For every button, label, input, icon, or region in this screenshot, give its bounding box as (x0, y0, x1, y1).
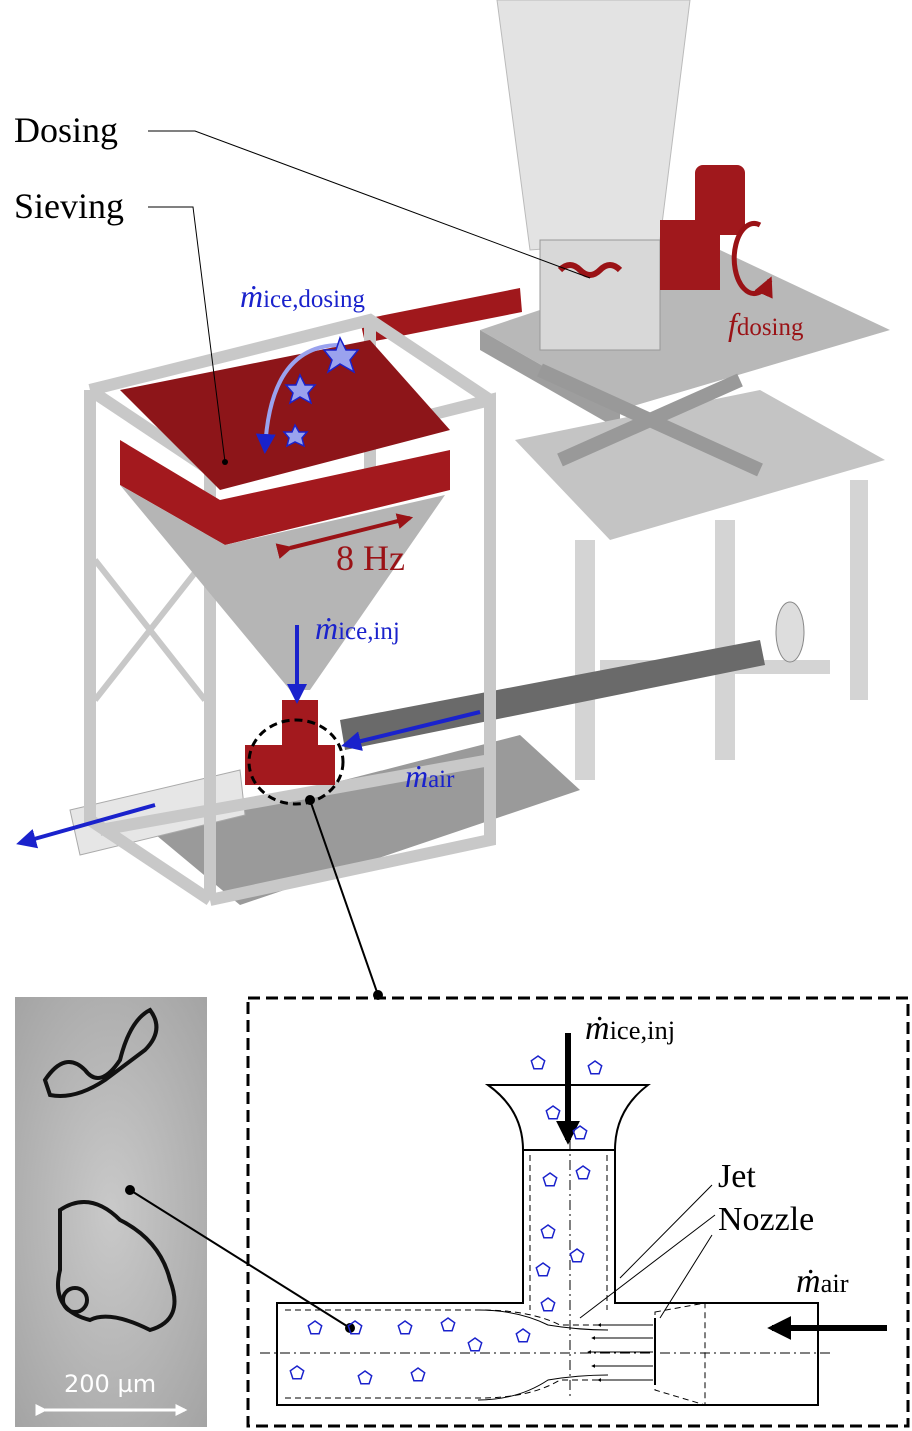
air-flow-arrow (341, 710, 481, 751)
lift-table-top (480, 250, 890, 410)
label-vibration-frequency: 8 Hz (336, 538, 405, 578)
ice-particle (542, 1172, 558, 1187)
dosing-leader (148, 130, 591, 279)
ice-particle (515, 1328, 531, 1343)
lift-base (515, 390, 885, 540)
label-sieving: Sieving (14, 186, 125, 226)
sieve-box (120, 340, 450, 490)
label-dosing: Dosing (14, 110, 119, 150)
ice-agglomerates (42, 1007, 177, 1333)
ice-particle (289, 1365, 305, 1380)
ice-particle (347, 1320, 363, 1335)
ice-particle (357, 1370, 373, 1385)
ice-particle (307, 1320, 323, 1335)
ice-particle (575, 1165, 591, 1180)
scissor (537, 363, 763, 477)
jet-leader (579, 1184, 716, 1319)
dosing-screw-housing (539, 239, 661, 351)
floor-plate (150, 735, 580, 905)
outlet-flow-arrow (16, 803, 156, 849)
motor-top (695, 165, 745, 235)
ice-particle (587, 1060, 603, 1075)
t-piece-highlight (247, 718, 345, 806)
t-piece-horizontal (245, 745, 335, 785)
ice-particle (569, 1248, 585, 1263)
detail-leader (309, 799, 379, 996)
label-detail-m-air: ṁair (796, 1263, 849, 1300)
particles-schematic (289, 1055, 603, 1385)
label-m-ice-inj: ṁice,inj (315, 610, 400, 646)
air-pipe (340, 640, 765, 750)
rotation-arrow (731, 221, 773, 299)
ice-particle (540, 1297, 556, 1312)
detail-box (246, 996, 910, 1428)
t-piece-vertical (282, 700, 318, 750)
ice-particle (545, 1105, 561, 1120)
storage-hopper (496, 0, 691, 251)
sieving-leader (148, 206, 226, 463)
ice-particle (535, 1262, 551, 1277)
jet-arrows (587, 1323, 653, 1382)
screw (557, 262, 623, 278)
dosing-flow-arrow (255, 343, 341, 454)
ice-particle (397, 1320, 413, 1335)
label-jet: Jet (718, 1158, 756, 1195)
ice-particles (282, 336, 360, 448)
dosing-tube (360, 288, 522, 343)
vibration-arrow (275, 513, 414, 559)
ice-particle (467, 1337, 483, 1352)
ice-particle (572, 1125, 588, 1140)
label-m-air: ṁair (405, 758, 455, 794)
label-m-ice-dosing: ṁice,dosing (240, 278, 365, 314)
label-f-dosing: fdosing (728, 306, 804, 342)
injector-schematic (260, 1084, 830, 1406)
ice-particle (530, 1055, 546, 1070)
pipe-flange (775, 601, 805, 663)
ice-particle (540, 1224, 556, 1239)
ice-particle (410, 1367, 426, 1382)
label-detail-m-ice-inj: ṁice,inj (585, 1010, 676, 1047)
ice-particle (440, 1317, 456, 1332)
label-nozzle: Nozzle (718, 1201, 815, 1238)
sieve-front (120, 440, 450, 545)
scale-bar-label: 200 µm (64, 1370, 157, 1398)
micro-leader (129, 1189, 351, 1329)
